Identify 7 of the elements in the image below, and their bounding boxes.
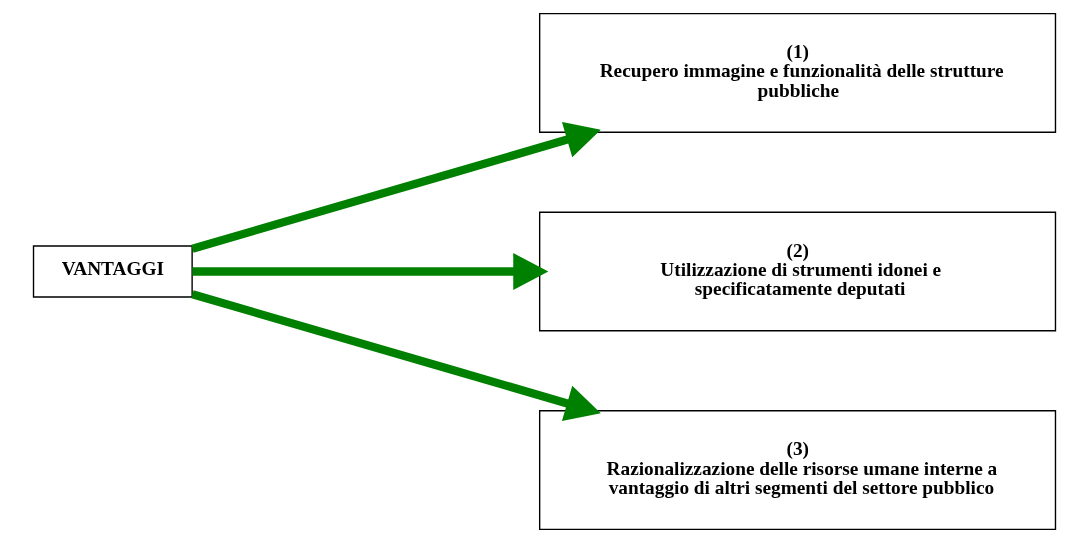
- arrow: [190, 121, 601, 253]
- node-box: (3) Razionalizzazione delle risorse umane interne a vantaggio di altri segmenti del settore pubblico: [538, 410, 1056, 531]
- arrow: [190, 290, 601, 422]
- node-box: (1) Recupero immagine e funzionalità delle strutture pubbliche: [538, 12, 1056, 133]
- arrow: [191, 253, 548, 290]
- node-box: VANTAGGI: [32, 245, 193, 298]
- node-box: (2) Utilizzazione di strumenti idonei e specificatamente deputati: [538, 211, 1056, 332]
